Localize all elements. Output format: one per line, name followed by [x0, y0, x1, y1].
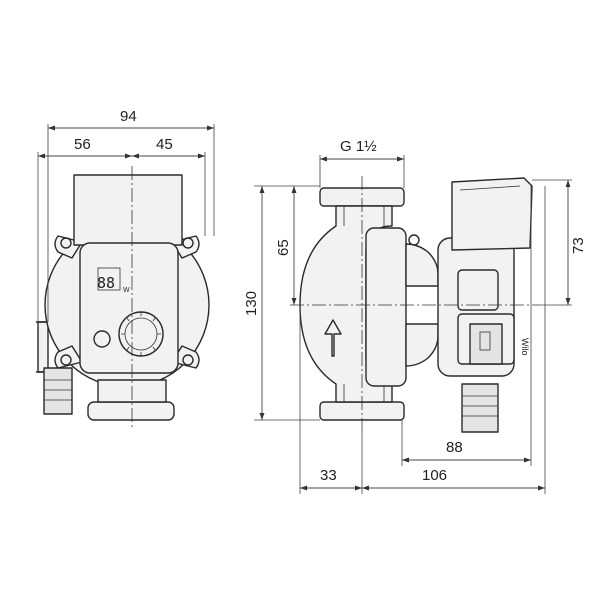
side-dimensions: G 1½ 130 65 73 88 33 106	[243, 138, 587, 494]
dim-connection: G 1½	[340, 138, 377, 155]
dim-33: 33	[320, 467, 337, 484]
dim-45: 45	[156, 136, 173, 153]
led-display: 88 W	[97, 267, 130, 294]
front-dimensions: 94 56 45	[37, 108, 215, 322]
brand-mark: Wilo	[520, 338, 530, 356]
display-unit: W	[123, 287, 130, 294]
rotary-knob	[118, 311, 164, 357]
mounting-lugs	[54, 235, 200, 369]
motor-flange	[365, 227, 407, 387]
front-view: 88 W	[36, 166, 210, 428]
cable-spout	[43, 367, 73, 415]
dim-65: 65	[275, 239, 292, 256]
terminal-box	[73, 174, 183, 246]
dim-88: 88	[446, 439, 463, 456]
dim-94: 94	[120, 108, 137, 125]
terminal-head	[451, 177, 533, 251]
connector	[469, 323, 503, 365]
dim-130: 130	[243, 291, 260, 316]
bottom-flange	[87, 401, 175, 421]
push-button	[93, 330, 111, 348]
dim-56: 56	[74, 136, 91, 153]
side-view: Wilo	[290, 176, 540, 433]
control-panel	[79, 242, 179, 374]
side-cable-gland	[461, 383, 499, 433]
dim-73: 73	[570, 237, 587, 254]
flow-arrow-icon	[324, 319, 342, 357]
display-digits: 88	[97, 274, 115, 292]
dim-106: 106	[422, 467, 447, 484]
cable-gland	[37, 321, 49, 373]
